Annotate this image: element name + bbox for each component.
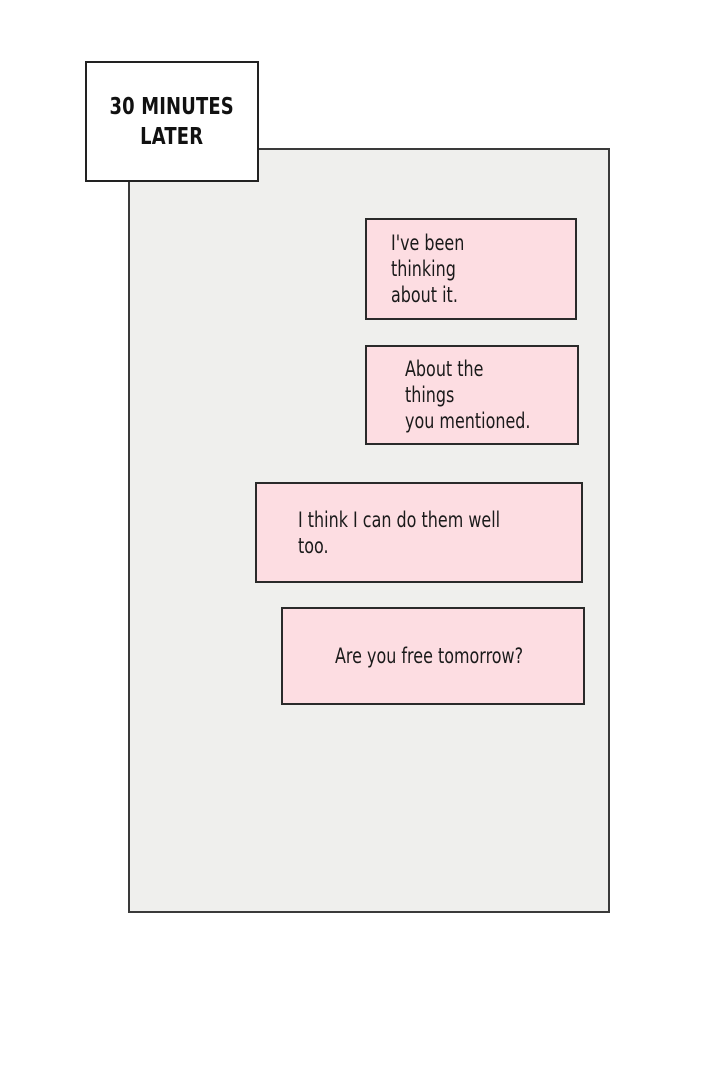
time-caption-text: 30 MINUTES LATER: [109, 93, 235, 150]
message-text: I think I can do them well too.: [298, 507, 501, 558]
message-bubble-3: I think I can do them well too.: [255, 482, 583, 583]
message-text: About the things you mentioned.: [405, 357, 531, 433]
message-bubble-4: Are you free tomorrow?: [281, 607, 585, 705]
message-bubble-1: I've been thinking about it.: [365, 218, 577, 320]
time-caption-box: 30 MINUTES LATER: [85, 61, 259, 182]
message-text: Are you free tomorrow?: [335, 644, 524, 668]
message-bubble-2: About the things you mentioned.: [365, 345, 579, 445]
message-text: I've been thinking about it.: [391, 231, 465, 307]
